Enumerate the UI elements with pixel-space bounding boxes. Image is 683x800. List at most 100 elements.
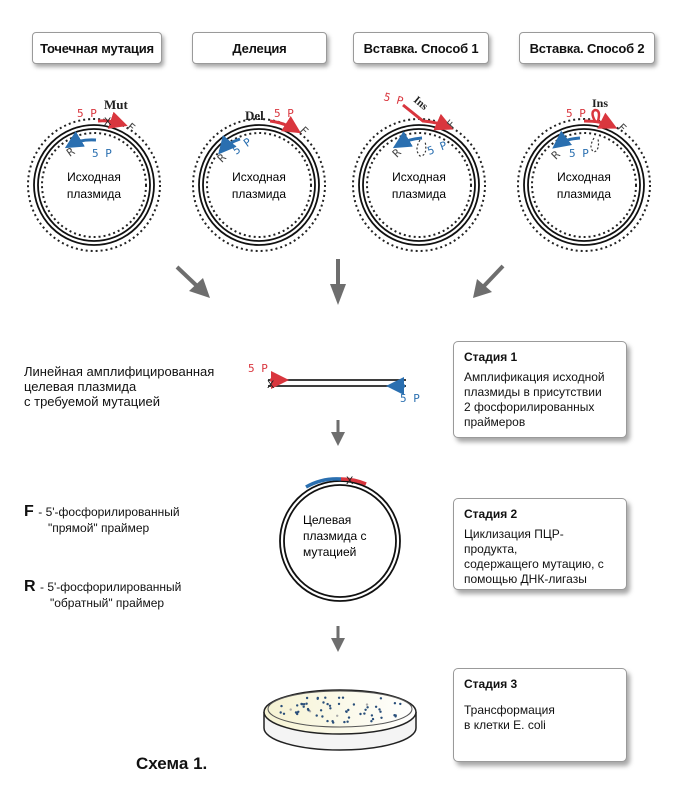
legend-forward: F - 5'-фосфорилированный "прямой" прайме…	[24, 503, 180, 535]
legend-letter: R	[24, 578, 36, 595]
flow-arrow-down	[331, 420, 345, 446]
plasmid-insertion-1	[352, 103, 486, 252]
reverse-letter: R	[215, 151, 229, 165]
colony-dot	[346, 720, 349, 723]
colony-dot	[296, 704, 299, 707]
stage-2-box: Стадия 2 Циклизация ПЦР-продукта, содерж…	[453, 498, 627, 590]
colony-dot	[347, 716, 351, 719]
legend-reverse: R - 5'-фосфорилированный "обратный" прай…	[24, 578, 181, 610]
forward-letter: F	[297, 124, 311, 138]
colony-dot	[305, 696, 309, 700]
colony-dot	[371, 717, 375, 721]
stage-text: праймеров	[464, 415, 526, 429]
stage-text: Циклизация ПЦР-продукта,	[464, 527, 564, 556]
method-label: Вставка. Способ 1	[363, 40, 479, 56]
stage-text: в клетки E. coli	[464, 718, 546, 732]
method-label: Точечная мутация	[40, 40, 154, 56]
reverse-primer-arrow	[552, 130, 581, 149]
stage-text: содержащего мутацию, с	[464, 557, 604, 571]
forward-letter: F	[444, 117, 458, 130]
insert-loop-dashed	[590, 137, 600, 153]
marker-label: Ins	[411, 94, 431, 113]
forward-primer-segment	[340, 477, 367, 486]
colony-dot	[359, 712, 362, 716]
reverse-primer-segment	[305, 477, 342, 489]
colony-dot	[337, 702, 341, 706]
stage-3-box: Стадия 3 Трансформация в клетки E. coli	[453, 668, 627, 762]
plasmid-label: Исходная	[392, 170, 446, 184]
primer-5p-label: 5 P	[77, 107, 97, 120]
colony-dot	[326, 702, 329, 706]
bacterial-colonies	[279, 696, 402, 724]
colony-dot	[289, 708, 292, 711]
colony-dot	[302, 705, 305, 708]
colony-dot	[341, 696, 345, 699]
target-plasmid	[279, 477, 401, 602]
stage-title: Стадия 1	[464, 350, 518, 364]
insert-loop	[416, 139, 427, 157]
scheme-title: Схема 1.	[136, 754, 208, 773]
colony-dot	[365, 703, 369, 706]
forward-letter: F	[615, 121, 629, 135]
method-label: Делеция	[232, 40, 287, 56]
insert-loop	[591, 108, 601, 122]
petri-dish	[263, 689, 417, 751]
legend-text: - 5'-фосфорилированный	[38, 505, 180, 519]
plasmid-label: Исходная	[232, 170, 286, 184]
target-plasmid-label: Целевая	[303, 513, 351, 527]
forward-letter: F	[124, 120, 137, 134]
primer-5p-label: 5 P	[400, 392, 420, 405]
colony-dot	[328, 704, 332, 707]
plasmid-insertion-2	[517, 108, 651, 252]
reverse-letter: R	[64, 145, 77, 160]
stage-text: помощью ДНК-лигазы	[464, 572, 587, 586]
marker-label: Ins	[592, 96, 608, 110]
marker-label: Del	[245, 108, 264, 123]
colony-dot	[322, 701, 325, 704]
method-insertion-2: Вставка. Способ 2	[519, 32, 655, 64]
colony-dot	[394, 715, 397, 718]
description-line: целевая плазмида	[24, 379, 137, 394]
colony-dot	[305, 702, 308, 705]
colony-dot	[297, 710, 300, 713]
colony-dot	[337, 696, 341, 699]
method-deletion: Делеция	[192, 32, 327, 64]
colony-dot	[363, 712, 366, 715]
target-plasmid-label: мутацией	[303, 545, 356, 559]
stage-text: 2 фосфорилированных	[464, 400, 595, 414]
colony-dot	[378, 708, 381, 711]
legend-letter: F	[24, 503, 34, 520]
colony-dot	[336, 714, 339, 717]
plasmid-label: плазмида	[557, 187, 611, 201]
description-line: Линейная амплифицированная	[24, 364, 215, 379]
stage-title: Стадия 3	[464, 677, 518, 691]
primer-5p-label: 5 P	[230, 135, 254, 157]
flow-arrow-diagonal-right	[175, 265, 210, 298]
primer-5p-label: 5 P	[274, 107, 294, 120]
reverse-primer-arrow	[218, 135, 241, 155]
colony-dot	[324, 696, 327, 699]
colony-dot	[370, 720, 373, 723]
reverse-primer-arrow	[392, 131, 423, 149]
linear-plasmid	[268, 371, 406, 395]
stage-1-box: Стадия 1 Амплификация исходной плазмиды …	[453, 341, 627, 438]
forward-primer-arrow	[97, 111, 128, 129]
reverse-letter: R	[549, 148, 563, 162]
forward-primer-arrow	[583, 112, 618, 129]
colony-dot	[332, 721, 335, 724]
colony-dot	[343, 720, 346, 724]
colony-dot	[393, 702, 397, 705]
colony-dot	[280, 704, 283, 708]
mutation-x: X	[104, 116, 112, 128]
plasmid-label: Исходная	[67, 170, 121, 184]
colony-dot	[326, 719, 329, 723]
target-plasmid-label: плазмида с	[303, 529, 367, 543]
plasmid-deletion	[192, 115, 326, 252]
linear-plasmid-description: Линейная амплифицированная целевая плазм…	[24, 364, 214, 409]
colony-dot	[374, 705, 378, 708]
colony-dot	[380, 716, 383, 719]
method-point-mutation: Точечная мутация	[32, 32, 162, 64]
colony-dot	[329, 707, 332, 710]
colony-dot	[379, 710, 382, 713]
